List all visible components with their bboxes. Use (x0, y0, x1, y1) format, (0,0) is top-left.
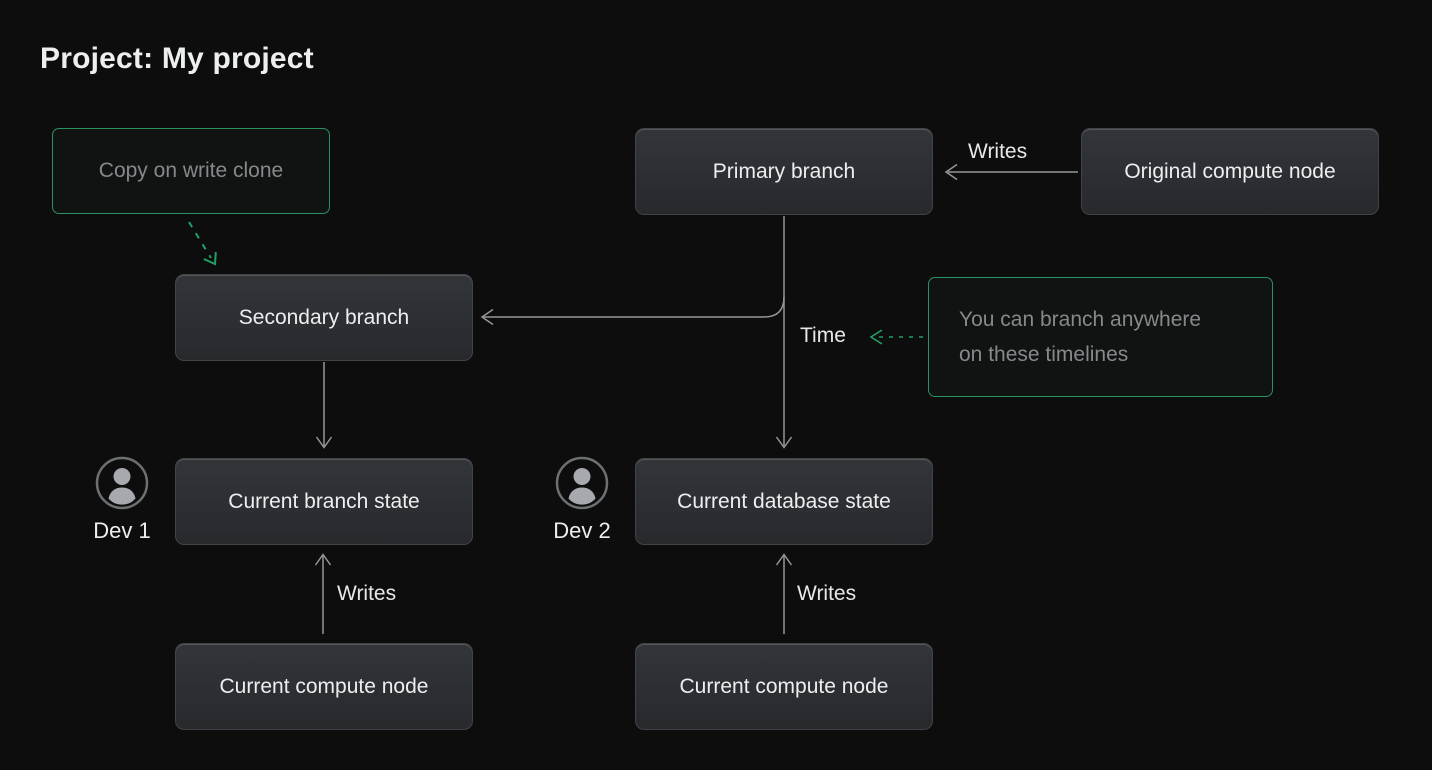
original-compute-node: Original compute node (1081, 128, 1379, 215)
current-branch-state-node: Current branch state (175, 458, 473, 545)
copy-on-write-clone-label: Copy on write clone (98, 159, 284, 182)
dashed-time-arrow-head (869, 329, 883, 345)
dev1-label: Dev 1 (93, 518, 151, 543)
arrow-writes-left-head (314, 553, 332, 566)
primary-branch-label: Primary branch (712, 159, 856, 183)
elbow-branch-line (483, 296, 785, 318)
dashed-clone-arrow-head (203, 251, 217, 266)
arrow-secondary-down-head (315, 436, 333, 449)
dev1-person-icon (95, 456, 149, 510)
current-compute-node-left-label: Current compute node (219, 674, 429, 698)
current-database-state-label: Current database state (677, 489, 891, 513)
branch-anywhere-note-line2: on these timelines (959, 343, 1129, 366)
time-label: Time (800, 324, 846, 347)
primary-branch-node: Primary branch (635, 128, 933, 215)
branch-anywhere-note-line1: You can branch anywhere (959, 308, 1202, 331)
current-compute-node-right: Current compute node (635, 643, 933, 730)
current-compute-node-left: Current compute node (175, 643, 473, 730)
copy-on-write-clone-note: Copy on write clone (52, 128, 330, 214)
dev2-label: Dev 2 (553, 518, 611, 543)
arrow-writes-right-head (775, 553, 793, 566)
writes-left-label: Writes (337, 582, 397, 605)
writes-top-label: Writes (968, 140, 1028, 163)
dev2: Dev 2 (552, 456, 612, 544)
page-title: Project: My project (40, 42, 314, 75)
elbow-branch-head (480, 308, 494, 326)
current-branch-state-label: Current branch state (228, 489, 420, 513)
dev2-person-icon (555, 456, 609, 510)
arrow-primary-timeline-head (775, 436, 793, 449)
branch-anywhere-note: You can branch anywhere on these timelin… (928, 277, 1273, 397)
current-compute-node-right-label: Current compute node (679, 674, 889, 698)
current-database-state-node: Current database state (635, 458, 933, 545)
secondary-branch-label: Secondary branch (238, 305, 410, 329)
arrow-writes-top-head (944, 163, 958, 181)
dev1: Dev 1 (92, 456, 152, 544)
original-compute-node-label: Original compute node (1124, 159, 1336, 183)
secondary-branch-node: Secondary branch (175, 274, 473, 361)
dashed-clone-arrow-line (188, 221, 212, 259)
writes-right-label: Writes (797, 582, 857, 605)
